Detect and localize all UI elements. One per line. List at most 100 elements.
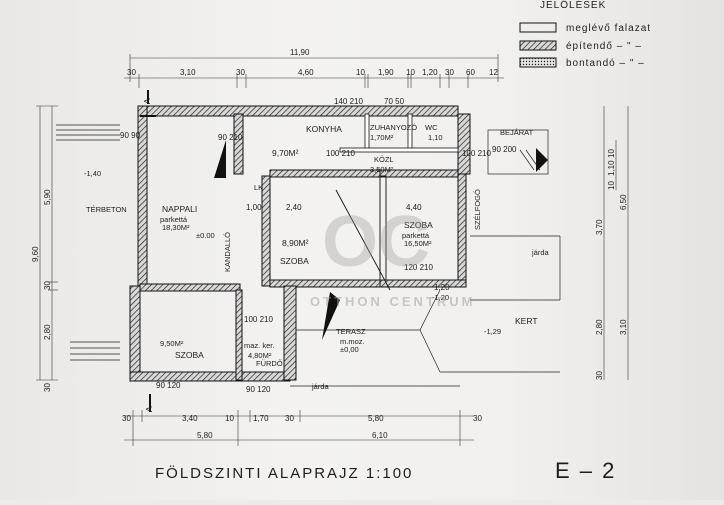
dim-top-seg-5: 10 (356, 68, 365, 77)
room-kozl-label: KÖZL (374, 155, 394, 164)
opening-szoba-door: 120 210 (404, 263, 433, 272)
room-zuhanyozo-label: ZUHANYOZÓ (370, 123, 417, 132)
opening-lk-2: 2,40 (286, 203, 302, 212)
room-mazker-area: 4,80M² (248, 351, 272, 360)
dim-right-10-a: 10 (607, 149, 616, 158)
opening-kitchen: 90 210 (218, 133, 243, 142)
dim-top-seg-7: 10 (406, 68, 415, 77)
room-konyha-area: 9,70M² (272, 148, 299, 158)
room-labels: KONYHA 9,70M² ZUHANYOZÓ 1,70M² WC 1,10 B… (84, 123, 550, 391)
opening-left-90: 90 90 (120, 131, 141, 140)
room-nappali-floor: parkettá (160, 215, 188, 224)
watermark-logo: OC (322, 202, 430, 282)
dim-right-1-10: 1,10 (607, 160, 616, 176)
dim-top-seg-9: 30 (445, 68, 454, 77)
room-kozl-area: 3,50M² (370, 165, 394, 174)
dim-bottom-4: 1,70 (253, 414, 269, 423)
dimensions-bottom: 30 3,40 10 1,70 30 5,80 30 5,80 6,10 (122, 410, 482, 446)
site-kert-label: KERT (515, 316, 538, 326)
level-right-a: -1,20 (432, 293, 449, 302)
room-szoba-right-area: 16,50M² (404, 239, 432, 248)
level-right-b: -1,29 (484, 327, 501, 336)
sheet-code: E – 2 (555, 458, 616, 483)
opening-szoba-bottom: 1,20 (434, 283, 450, 292)
dim-top-seg-6: 1,90 (378, 68, 394, 77)
opening-bottom-2: 90 120 (246, 385, 271, 394)
dim-top-seg-8: 1,20 (422, 68, 438, 77)
dim-left-30-b: 30 (43, 383, 52, 392)
dim-right-2-80: 2,80 (595, 319, 604, 335)
dim-top-seg-2: 3,10 (180, 68, 196, 77)
room-szoba-mid-area: 8,90M² (282, 238, 309, 248)
opening-bottom-1: 90 120 (156, 381, 181, 390)
legend-label-new: építendő – " – (566, 41, 642, 52)
room-kandallo-label: KANDALLÓ (223, 232, 232, 272)
room-nappali-label: NAPPALI (162, 204, 197, 214)
dim-right-3-70: 3,70 (595, 219, 604, 235)
opening-lk-1: 1,00 (246, 203, 262, 212)
opening-top-1: 140 210 (334, 97, 363, 106)
section-mark-bottom: A (144, 406, 154, 412)
site-jarda-bottom: járda (311, 382, 330, 391)
dim-left-total: 9,60 (31, 246, 40, 262)
room-szelfogo-label: SZÉLFOGÓ (473, 189, 482, 230)
room-nappali-area: 18,30M² (162, 223, 190, 232)
dim-bottom-3: 10 (225, 414, 234, 423)
room-bejarat-label: BEJÁRAT (500, 128, 534, 137)
opening-szoba-top: 4,40 (406, 203, 422, 212)
dim-bottom-2: 3,40 (182, 414, 198, 423)
level-left: -1,40 (84, 169, 101, 178)
room-wc-label: WC (425, 123, 438, 132)
entry-arrow (536, 148, 548, 172)
room-nappali-level: ±0.00 (196, 231, 215, 240)
opening-labels: 90 90 90 210 100 210 100 210 90 200 120 … (120, 97, 517, 394)
dim-bottom-5: 30 (285, 414, 294, 423)
legend-label-demolish: bontandó – " – (566, 58, 645, 69)
kitchen-arrow (214, 140, 226, 178)
dim-top-seg-11: 12 (489, 68, 498, 77)
walls (129, 105, 471, 382)
north-arrow-1 (322, 292, 340, 340)
opening-top-2: 70 50 (384, 97, 405, 106)
room-terasz-label: TERASZ (336, 327, 366, 336)
section-marks: A A (142, 90, 154, 412)
dim-left-5-90: 5,90 (43, 189, 52, 205)
dim-left-30-a: 30 (43, 281, 52, 290)
dimensions-left: 9,60 5,90 30 2,80 30 (31, 105, 58, 392)
legend-heading: JELÖLÉSEK (540, 0, 606, 11)
dim-bottom-6: 5,80 (368, 414, 384, 423)
dim-right-6-50: 6,50 (619, 194, 628, 210)
room-szoba-low-label: SZOBA (175, 350, 204, 360)
dim-right-30: 30 (595, 371, 604, 380)
opening-konyha-door: 100 210 (326, 149, 355, 158)
room-szoba-right-floor: parkettá (402, 231, 430, 240)
legend-swatch-demolish (519, 57, 557, 68)
dim-top-seg-10: 60 (466, 68, 475, 77)
section-mark-top: A (142, 98, 152, 104)
room-szoba-right-label: SZOBA (404, 220, 433, 230)
room-wc-area: 1,10 (428, 133, 443, 142)
legend-swatch-existing (519, 22, 557, 33)
dim-top-seg-1: 30 (127, 68, 136, 77)
room-lk-label: LK (254, 183, 263, 192)
room-terasz-level: ±0,00 (340, 345, 359, 354)
site-terbeton-label: TÉRBETON (86, 205, 127, 214)
opening-entry: 90 200 (492, 145, 517, 154)
room-zuhanyozo-area: 1,70M² (370, 133, 394, 142)
dim-right-3-10: 3,10 (619, 319, 628, 335)
dim-bottom-7: 30 (473, 414, 482, 423)
room-szoba-mid-label: SZOBA (280, 256, 309, 266)
dim-bottom-5-80: 5,80 (197, 431, 213, 440)
dim-top-total: 11,90 (290, 48, 310, 57)
dimensions-right: 6,50 3,10 3,70 2,80 30 10 1,10 10 (595, 106, 629, 380)
room-mazker-label: maz. ker. (244, 341, 274, 350)
legend-swatch-new (519, 40, 557, 51)
dim-top-seg-3: 30 (236, 68, 245, 77)
watermark: OC OTTHON CENTRUM (310, 202, 473, 309)
dimensions-top: 11,90 30 3,10 30 4,60 10 1,90 10 1,20 30… (124, 48, 504, 88)
room-terasz-floor: m.moz. (340, 337, 365, 346)
dim-bottom-6-10: 6,10 (372, 431, 388, 440)
site-lines (56, 115, 561, 387)
opening-mazker: 100 210 (244, 315, 273, 324)
